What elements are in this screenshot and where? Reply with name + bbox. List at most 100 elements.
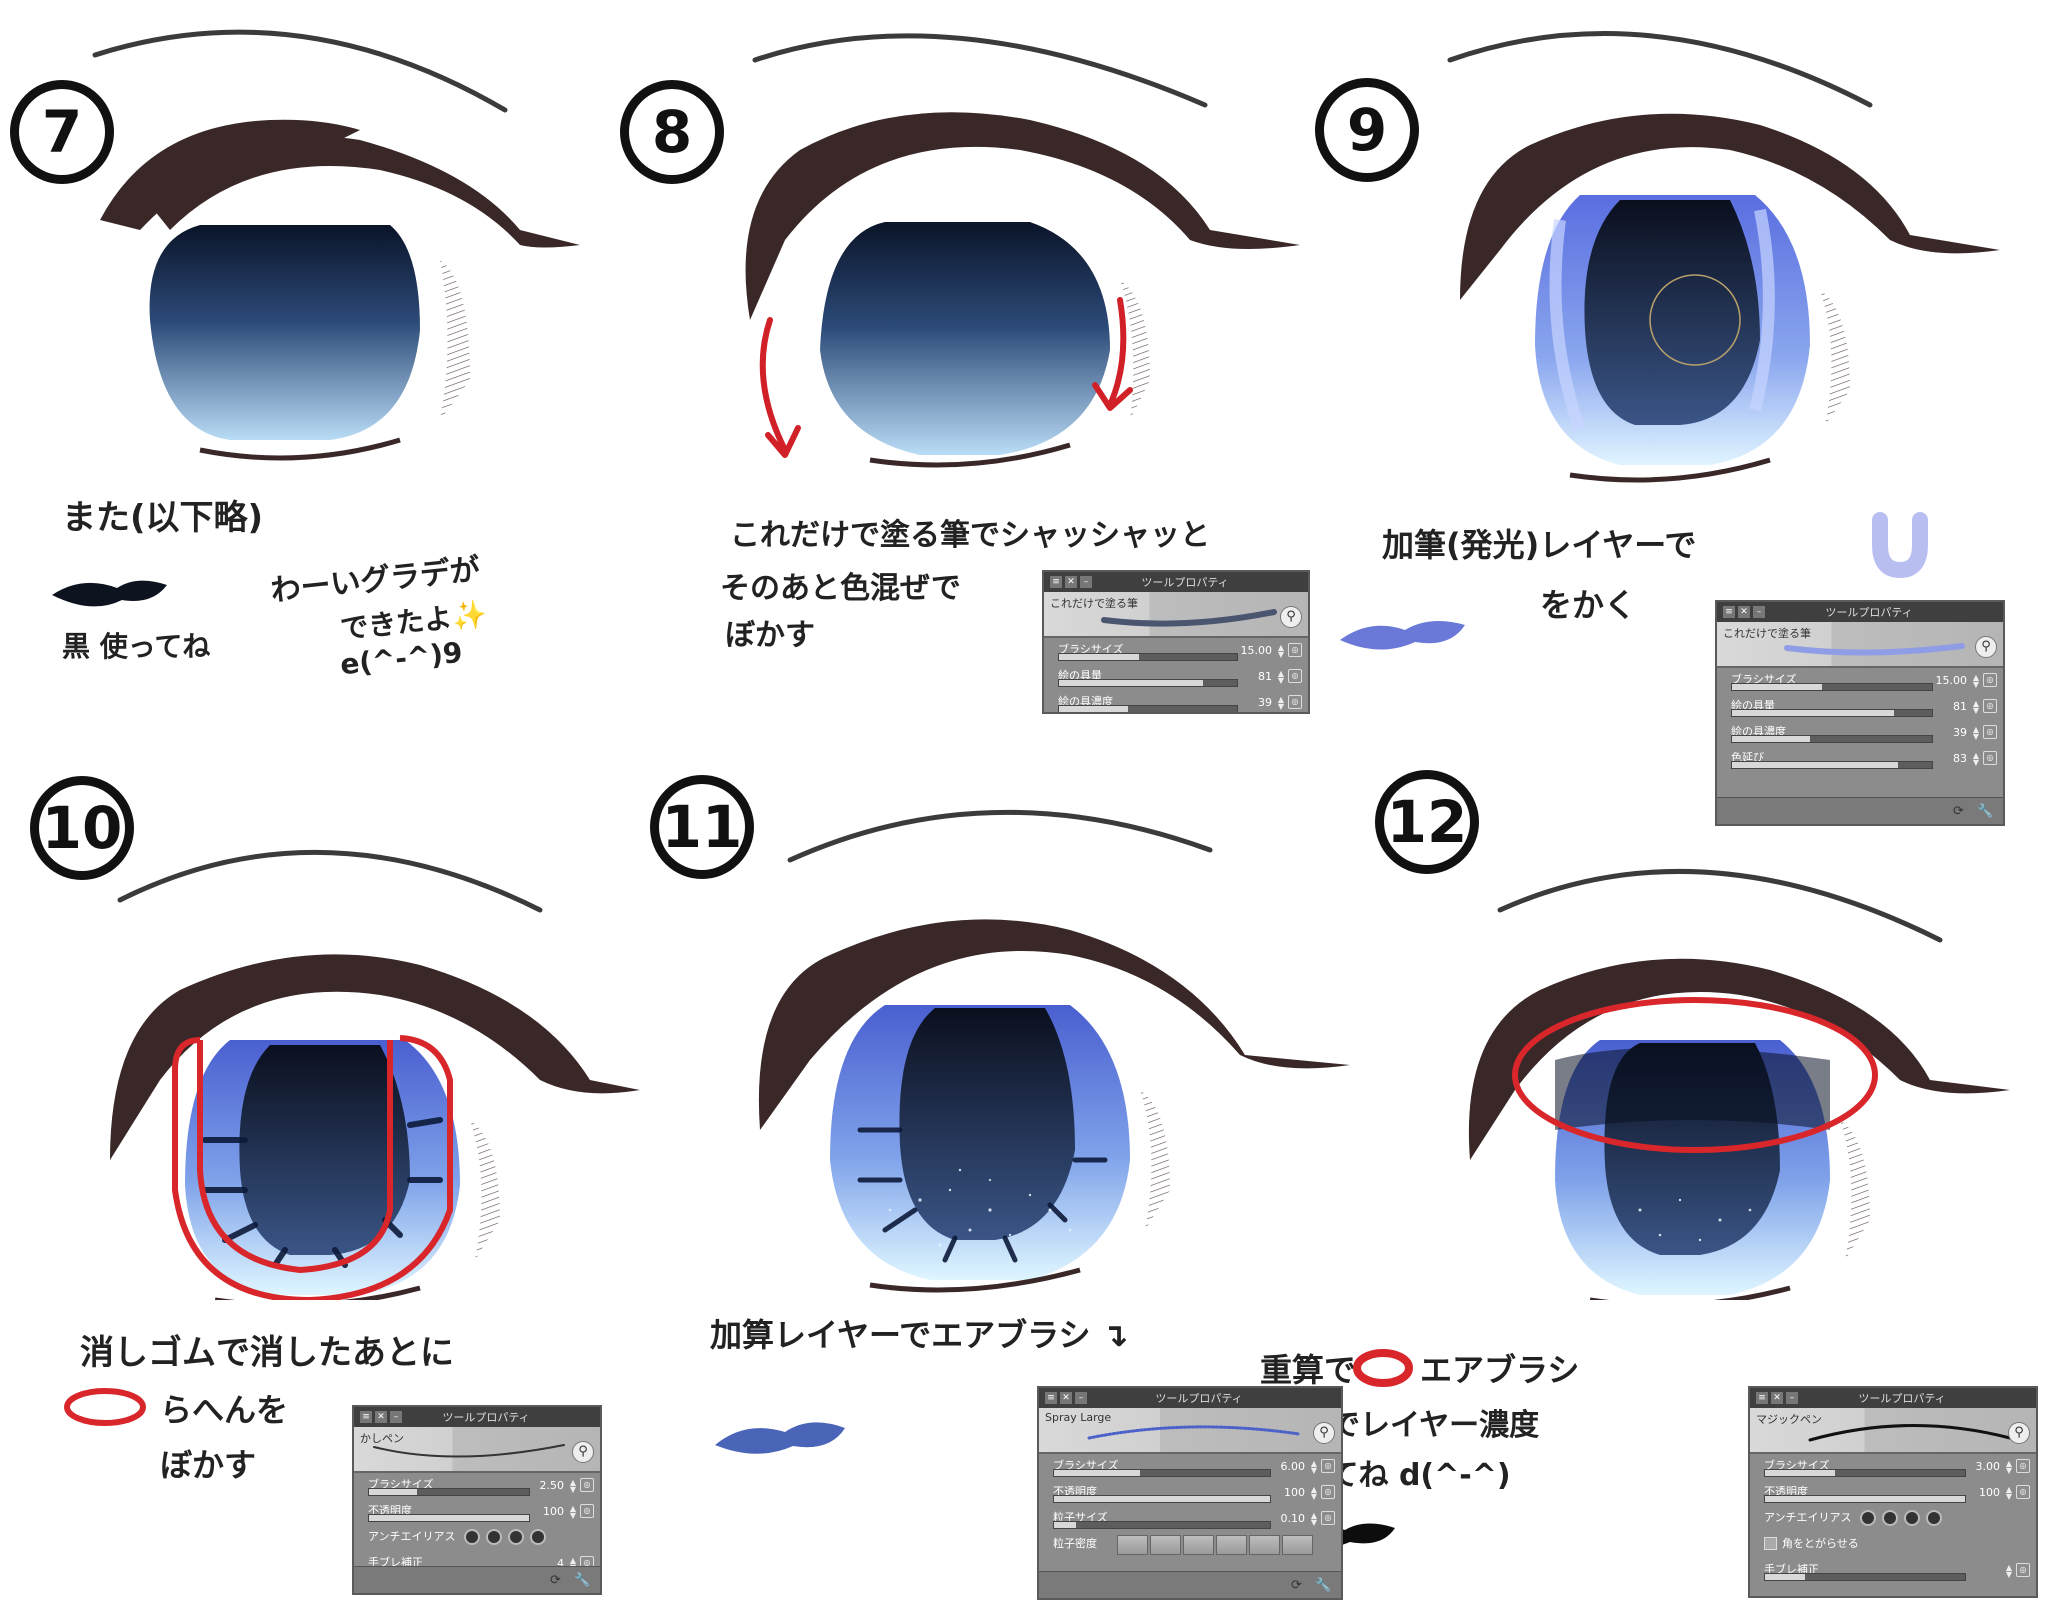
aa-mid-icon[interactable]: [1904, 1510, 1920, 1526]
pressure-lock-icon[interactable]: ◎: [580, 1478, 594, 1492]
aa-weak-icon[interactable]: [486, 1529, 502, 1545]
property-value[interactable]: 4: [557, 1557, 564, 1570]
minimize-icon[interactable]: –: [1075, 1392, 1087, 1404]
property-slider[interactable]: [1764, 1573, 1966, 1581]
minimize-icon[interactable]: –: [1080, 576, 1092, 588]
property-value[interactable]: 100: [1979, 1486, 2000, 1499]
property-row[interactable]: 角をとがらせる: [1750, 1532, 2036, 1558]
property-value[interactable]: 100: [1284, 1486, 1305, 1499]
pressure-lock-icon[interactable]: ◎: [2016, 1485, 2030, 1499]
property-value[interactable]: 39: [1258, 696, 1272, 709]
density-cells[interactable]: [1117, 1535, 1313, 1555]
property-value[interactable]: 0.10: [1280, 1512, 1306, 1525]
pressure-lock-icon[interactable]: ◎: [1983, 751, 1997, 765]
aa-strong-icon[interactable]: [530, 1529, 546, 1545]
pressure-lock-icon[interactable]: ◎: [1983, 725, 1997, 739]
property-slider[interactable]: [1053, 1469, 1271, 1477]
spin-arrows-icon[interactable]: ▲▼: [2005, 1459, 2012, 1475]
tool-settings-icon[interactable]: ⚲: [1313, 1422, 1335, 1444]
property-slider[interactable]: [368, 1488, 530, 1496]
menu-icon[interactable]: ≡: [1756, 1392, 1768, 1404]
wrench-icon[interactable]: 🔧: [1315, 1578, 1332, 1593]
spin-arrows-icon[interactable]: ▲▼: [2005, 1485, 2012, 1501]
pressure-lock-icon[interactable]: ◎: [1321, 1459, 1335, 1473]
spin-arrows-icon[interactable]: ▲▼: [1310, 1485, 1317, 1501]
property-row[interactable]: アンチエイリアス: [1750, 1506, 2036, 1532]
property-slider[interactable]: [368, 1514, 530, 1522]
aa-none-icon[interactable]: [1860, 1510, 1876, 1526]
property-value[interactable]: 81: [1258, 670, 1272, 683]
spin-arrows-icon[interactable]: ▲▼: [569, 1478, 576, 1494]
spin-arrows-icon[interactable]: ▲▼: [1277, 669, 1284, 685]
property-value[interactable]: 81: [1953, 700, 1967, 713]
spin-arrows-icon[interactable]: ▲▼: [1972, 673, 1979, 689]
brush-preview[interactable]: Spray Large ⚲: [1039, 1408, 1341, 1454]
pressure-lock-icon[interactable]: ◎: [2016, 1563, 2030, 1577]
spin-arrows-icon[interactable]: ▲▼: [2005, 1563, 2012, 1579]
property-value[interactable]: 100: [543, 1505, 564, 1518]
aa-strong-icon[interactable]: [1926, 1510, 1942, 1526]
close-icon[interactable]: ✕: [375, 1411, 387, 1423]
spin-arrows-icon[interactable]: ▲▼: [1972, 751, 1979, 767]
property-slider[interactable]: [1764, 1495, 1966, 1503]
reset-icon[interactable]: ⟳: [1291, 1578, 1302, 1593]
reset-icon[interactable]: ⟳: [1953, 804, 1964, 819]
aa-mid-icon[interactable]: [508, 1529, 524, 1545]
tool-settings-icon[interactable]: ⚲: [572, 1441, 594, 1463]
menu-icon[interactable]: ≡: [1050, 576, 1062, 588]
pressure-lock-icon[interactable]: ◎: [2016, 1459, 2030, 1473]
menu-icon[interactable]: ≡: [1045, 1392, 1057, 1404]
close-icon[interactable]: ✕: [1060, 1392, 1072, 1404]
pressure-lock-icon[interactable]: ◎: [580, 1504, 594, 1518]
pressure-lock-icon[interactable]: ◎: [1288, 669, 1302, 683]
property-value[interactable]: 15.00: [1240, 644, 1273, 657]
property-slider[interactable]: [1731, 761, 1933, 769]
close-icon[interactable]: ✕: [1065, 576, 1077, 588]
wrench-icon[interactable]: 🔧: [574, 1573, 591, 1588]
property-slider[interactable]: [1058, 679, 1238, 687]
antialias-options[interactable]: [464, 1529, 546, 1545]
wrench-icon[interactable]: 🔧: [1977, 804, 1994, 819]
pressure-lock-icon[interactable]: ◎: [1321, 1485, 1335, 1499]
property-value[interactable]: 39: [1953, 726, 1967, 739]
menu-icon[interactable]: ≡: [1723, 606, 1735, 618]
tool-settings-icon[interactable]: ⚲: [1975, 636, 1997, 658]
property-row[interactable]: アンチエイリアス: [354, 1525, 600, 1551]
property-row[interactable]: 粒子密度: [1039, 1532, 1341, 1558]
property-slider[interactable]: [1731, 709, 1933, 717]
tool-settings-icon[interactable]: ⚲: [1280, 606, 1302, 628]
pressure-lock-icon[interactable]: ◎: [1321, 1511, 1335, 1525]
minimize-icon[interactable]: –: [390, 1411, 402, 1423]
spin-arrows-icon[interactable]: ▲▼: [1277, 643, 1284, 659]
tool-settings-icon[interactable]: ⚲: [2008, 1422, 2030, 1444]
brush-preview[interactable]: マジックペン ⚲: [1750, 1408, 2036, 1454]
property-value[interactable]: 6.00: [1280, 1460, 1306, 1473]
property-value[interactable]: 83: [1953, 752, 1967, 765]
reset-icon[interactable]: ⟳: [550, 1573, 561, 1588]
brush-preview[interactable]: これだけで塗る筆 ⚲: [1717, 622, 2003, 668]
property-slider[interactable]: [1053, 1495, 1271, 1503]
spin-arrows-icon[interactable]: ▲▼: [569, 1504, 576, 1520]
property-slider[interactable]: [1058, 653, 1238, 661]
pressure-lock-icon[interactable]: ◎: [1288, 695, 1302, 709]
minimize-icon[interactable]: –: [1753, 606, 1765, 618]
spin-arrows-icon[interactable]: ▲▼: [1972, 699, 1979, 715]
spin-arrows-icon[interactable]: ▲▼: [1310, 1459, 1317, 1475]
